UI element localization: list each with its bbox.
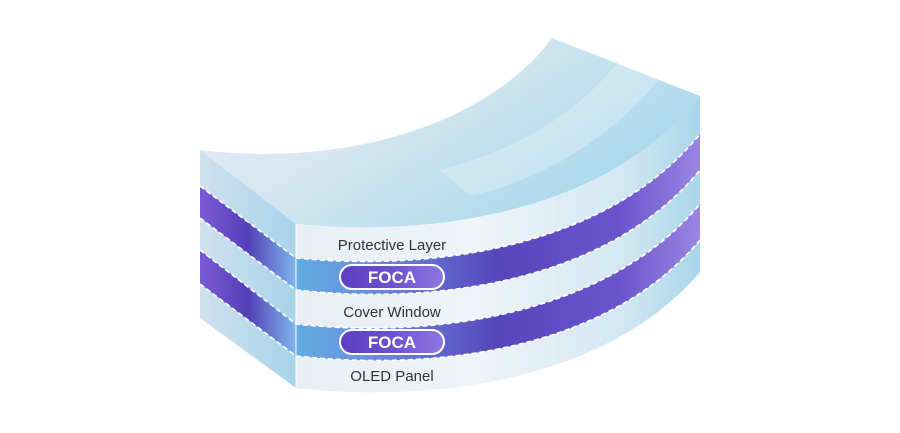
front-oled <box>296 240 700 393</box>
front-foca-top <box>296 134 700 295</box>
label-foca-top: FOCA <box>368 268 416 287</box>
pill-foca-top: FOCA <box>339 264 445 290</box>
front-protective <box>296 96 700 262</box>
front-cover <box>296 170 700 329</box>
side-oled <box>200 284 296 388</box>
front-foca-bottom <box>296 204 700 361</box>
label-foca-bottom: FOCA <box>368 333 416 352</box>
top-surface-highlight <box>440 60 660 196</box>
side-protective <box>200 150 296 258</box>
label-oled-panel: OLED Panel <box>350 368 433 385</box>
label-cover-window: Cover Window <box>343 304 441 321</box>
side-foca-top <box>200 186 296 290</box>
side-foca-bottom <box>200 250 296 356</box>
top-surface <box>200 38 700 228</box>
pill-foca-bottom: FOCA <box>339 329 445 355</box>
label-protective-layer: Protective Layer <box>338 237 446 254</box>
side-cover <box>200 218 296 324</box>
layer-boundaries <box>199 133 701 362</box>
